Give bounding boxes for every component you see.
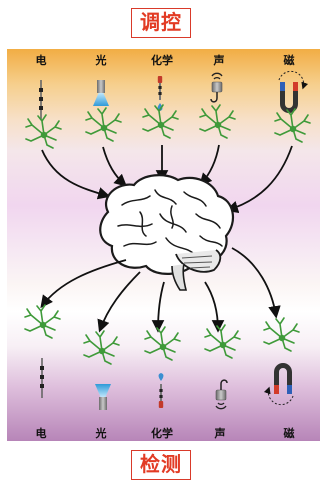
arrow-light-to-brain — [103, 147, 125, 185]
ultrasound-transducer-icon — [216, 380, 227, 409]
top-label-sound: 声 — [213, 53, 225, 67]
magnet-icon — [268, 363, 293, 405]
light-probe-icon — [93, 80, 109, 106]
neuron-icon — [200, 105, 235, 138]
arrow-sound-to-brain — [201, 145, 219, 184]
top-label-magnetic: 磁 — [284, 53, 295, 67]
neuron-icon — [275, 109, 310, 142]
title-detection: 检测 — [131, 450, 191, 480]
light-probe-icon — [95, 384, 111, 410]
electrode-icon — [40, 358, 44, 398]
brain-icon — [100, 175, 233, 290]
chemical-pipette-icon — [159, 373, 164, 408]
bottom-label-chemical: 化学 — [151, 426, 173, 440]
electrode-icon — [39, 80, 43, 120]
arrow-brain-to-magnetic — [232, 248, 276, 316]
neuron-icon — [264, 318, 299, 351]
arrow-brain-to-sound — [205, 282, 218, 330]
neuron-icon — [84, 331, 119, 364]
arrow-brain-to-chemical — [158, 282, 164, 330]
top-label-chemical: 化学 — [151, 53, 173, 67]
magnet-icon — [279, 71, 304, 113]
neuron-icon — [205, 325, 240, 358]
neuron-icon — [145, 327, 180, 360]
neuron-icon — [25, 305, 60, 338]
neuron-icon — [26, 115, 61, 148]
arrow-electric-to-brain — [42, 150, 108, 196]
arrow-magnetic-to-brain — [228, 146, 292, 210]
arrow-brain-to-electric — [42, 260, 126, 306]
neuron-icon — [143, 105, 178, 138]
bottom-label-light: 光 — [95, 426, 107, 440]
bottom-label-sound: 声 — [214, 426, 226, 440]
arrow-brain-to-light — [100, 272, 140, 330]
top-label-light: 光 — [95, 53, 107, 67]
neuron-icon — [86, 108, 121, 141]
bottom-label-electric: 电 — [36, 426, 47, 440]
top-label-electric: 电 — [36, 53, 47, 67]
bottom-label-magnetic: 磁 — [284, 426, 295, 440]
ultrasound-transducer-icon — [211, 73, 222, 102]
